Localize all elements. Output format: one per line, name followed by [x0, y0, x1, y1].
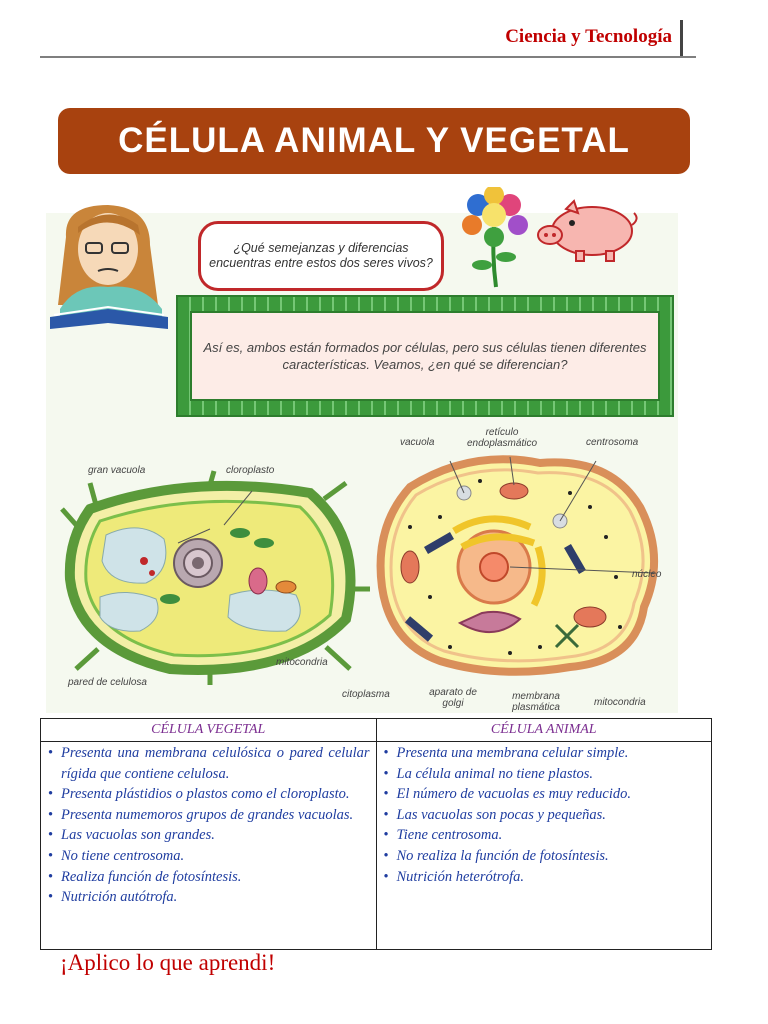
list-item: Presenta una membrana celular simple.	[383, 743, 706, 764]
list-item: Presenta plástidios o plastos como el cl…	[47, 784, 370, 805]
label-membrana: membrana plasmática	[512, 691, 560, 713]
list-item: Nutrición autótrofa.	[47, 887, 370, 908]
list-item: Nutrición heterótrofa.	[383, 867, 706, 888]
list-item: Las vacuolas son grandes.	[47, 825, 370, 846]
list-item: Realiza función de fotosíntesis.	[47, 867, 370, 888]
label-golgi: aparato de golgi	[429, 687, 477, 709]
header-animal: CÉLULA ANIMAL	[375, 718, 712, 742]
list-item: El número de vacuolas es muy reducido.	[383, 784, 706, 805]
page-title: CÉLULA ANIMAL Y VEGETAL	[118, 121, 630, 160]
answer-frame: Así es, ambos están formados por células…	[176, 295, 674, 417]
label-mitocondria-animal: mitocondria	[594, 697, 646, 708]
label-gran-vacuola: gran vacuola	[88, 465, 146, 476]
list-item: Presenta numemoros grupos de grandes vac…	[47, 805, 370, 826]
plant-cell-diagram	[60, 470, 370, 685]
flower-icon	[462, 187, 528, 288]
list-item: No realiza la función de fotosíntesis.	[383, 846, 706, 867]
label-reticulo: retículo endoplasmático	[466, 427, 538, 449]
list-item: La célula animal no tiene plastos.	[383, 764, 706, 785]
animal-column: Presenta una membrana celular simple. La…	[375, 741, 712, 950]
pig-icon	[537, 199, 638, 262]
header-rule	[40, 56, 696, 58]
list-item: Presenta una membrana celulósica o pared…	[47, 743, 370, 784]
list-item: No tiene centrosoma.	[47, 846, 370, 867]
cells-illustration: ¿Qué semejanzas y diferencias encuentras…	[46, 183, 678, 715]
list-item: Tiene centrosoma.	[383, 825, 706, 846]
label-centrosoma: centrosoma	[586, 437, 639, 448]
answer-text: Así es, ambos están formados por células…	[190, 311, 660, 401]
animal-cell-diagram	[376, 455, 659, 676]
header-title: Ciencia y Tecnología	[505, 26, 672, 47]
label-mitocondria-plant: mitocondria	[276, 657, 328, 668]
label-vacuola: vacuola	[400, 437, 435, 448]
speech-bubble: ¿Qué semejanzas y diferencias encuentras…	[198, 221, 444, 291]
header-vegetal: CÉLULA VEGETAL	[40, 718, 377, 742]
section-heading: ¡Aplico lo que aprendi!	[60, 950, 276, 975]
label-citoplasma: citoplasma	[342, 689, 390, 700]
list-item: Las vacuolas son pocas y pequeñas.	[383, 805, 706, 826]
header-divider	[680, 20, 683, 56]
label-pared-celulosa: pared de celulosa	[68, 677, 147, 688]
label-nucleo: núcleo	[632, 569, 662, 580]
vegetal-column: Presenta una membrana celulósica o pared…	[40, 741, 377, 950]
comparison-table: CÉLULA VEGETAL CÉLULA ANIMAL Presenta un…	[40, 718, 712, 950]
title-banner: CÉLULA ANIMAL Y VEGETAL	[58, 108, 690, 174]
label-cloroplasto-plant: cloroplasto	[226, 465, 275, 476]
girl-reading-icon	[50, 205, 168, 329]
